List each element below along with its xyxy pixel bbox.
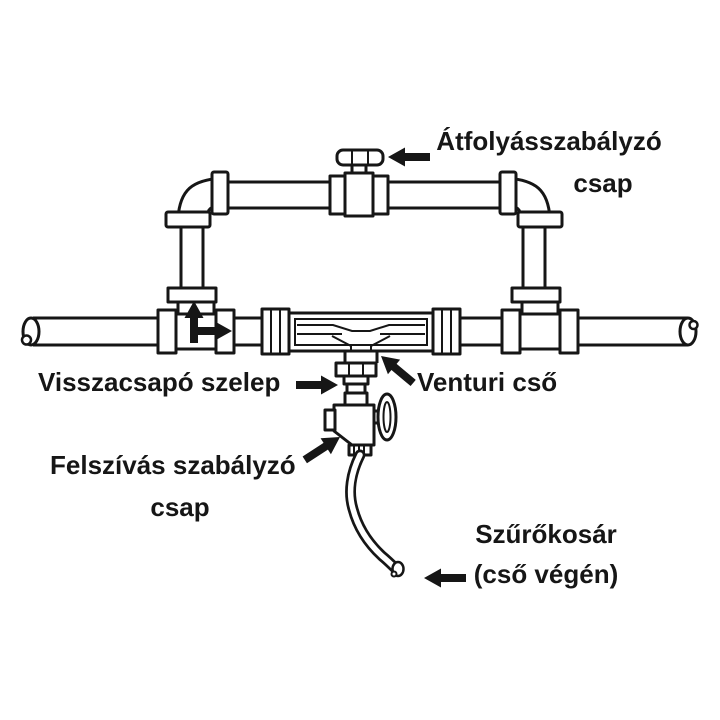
valve-t-handle — [335, 148, 385, 167]
venturi-branch — [343, 351, 379, 363]
valve-body — [343, 171, 375, 218]
suction-hose — [345, 449, 405, 578]
venturi-tube — [260, 307, 462, 363]
venturi-coupling-left — [260, 307, 291, 356]
elbow-right — [498, 170, 564, 229]
venturi-throat-profile — [297, 324, 425, 332]
label-flow-control-line2: csap — [573, 168, 633, 198]
suction-valve-body — [332, 403, 376, 447]
venturi-arrow-icon — [374, 348, 420, 391]
riser-pipe-left — [179, 224, 205, 290]
label-venturi: Venturi cső — [417, 367, 558, 397]
label-flow-control-line1: Átfolyásszabályzó — [436, 126, 662, 156]
riser-pipe-right — [521, 224, 547, 290]
tee-right — [500, 286, 580, 355]
venturi-coupling-right — [431, 307, 462, 356]
elbow-left — [164, 170, 230, 229]
main-pipe — [20, 316, 699, 347]
label-strainer-line2: (cső végén) — [473, 559, 619, 589]
valve-handwheel — [376, 392, 398, 442]
check-valve — [334, 361, 378, 395]
label-suction-line2: csap — [150, 492, 210, 522]
suction-control-valve — [323, 391, 398, 457]
check-valve-arrow-icon — [296, 375, 338, 395]
label-check-valve: Visszacsapó szelep — [38, 367, 281, 397]
label-suction-line1: Felszívás szabályzó — [50, 450, 296, 480]
bypass-top-pipe — [226, 180, 502, 210]
label-strainer-line1: Szűrőkosár — [475, 519, 617, 549]
flow-control-valve — [328, 148, 390, 218]
